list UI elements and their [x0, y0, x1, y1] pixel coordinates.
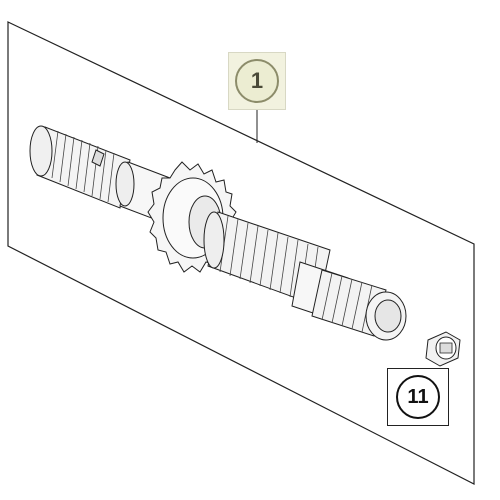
callout-box-1: 1	[228, 52, 286, 110]
callout-number-1: 1	[235, 59, 279, 103]
nut-part	[425, 331, 461, 367]
shaft-assembly	[29, 125, 407, 341]
left-spline-section	[29, 125, 131, 209]
callout-box-11: 11	[387, 368, 449, 426]
callout-number-11: 11	[396, 375, 440, 419]
right-end-ring	[365, 291, 407, 341]
